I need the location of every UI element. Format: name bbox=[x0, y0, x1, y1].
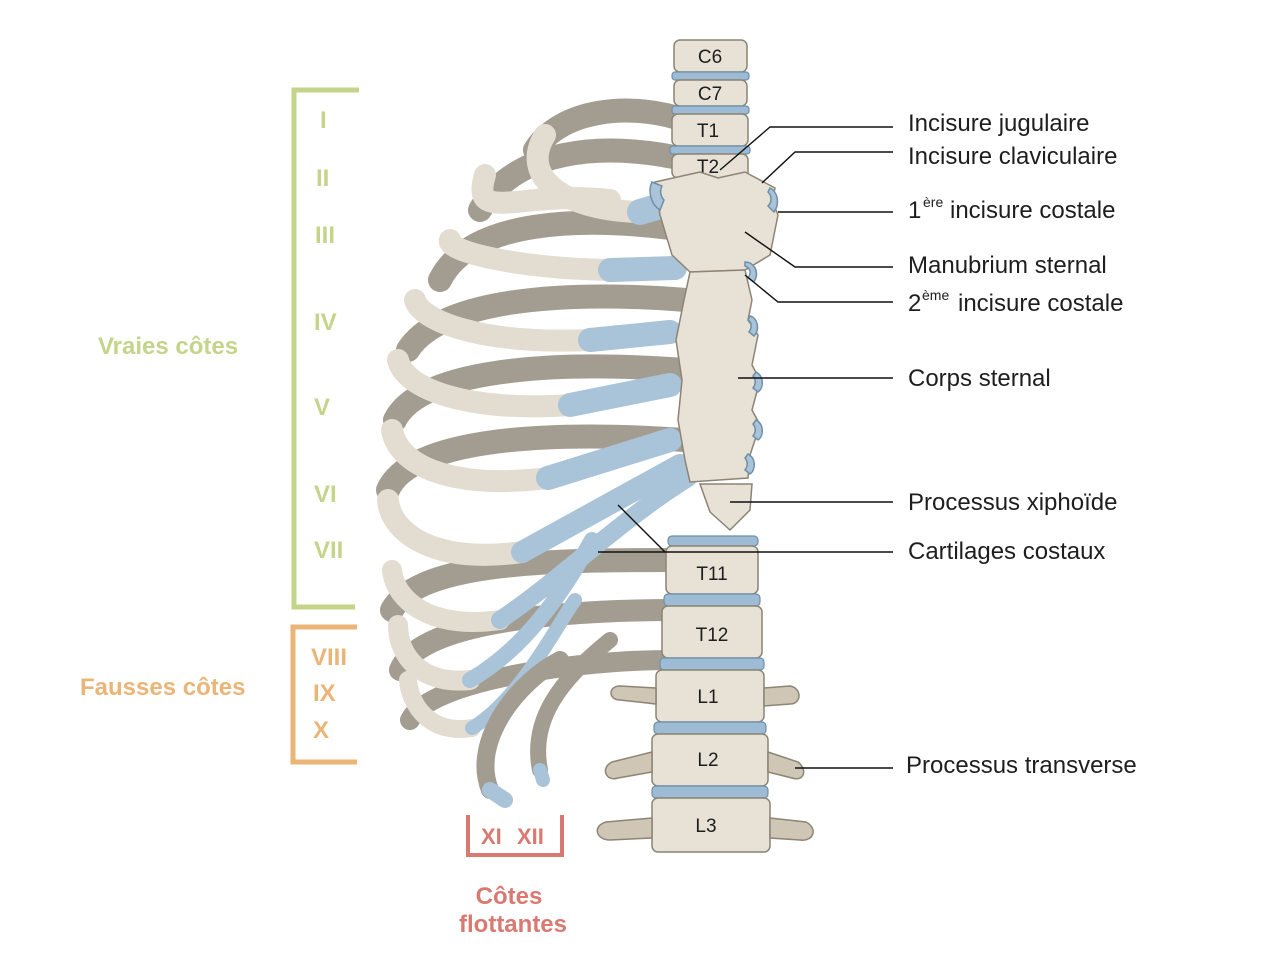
title-vraies-cotes: Vraies côtes bbox=[98, 333, 238, 360]
vertebra-label-c6: C6 bbox=[698, 47, 722, 68]
corps-sternal bbox=[675, 269, 761, 483]
label-manubrium-sternal: Manubrium sternal bbox=[908, 252, 1107, 279]
title-cotes-flottantes-line2: flottantes bbox=[459, 911, 567, 938]
numeral-ii: II bbox=[316, 165, 329, 192]
bracket-fausses-cotes bbox=[290, 624, 357, 765]
label-incisure-claviculaire: Incisure claviculaire bbox=[908, 143, 1117, 170]
label-incisure-costale-1-sup: ère bbox=[923, 194, 943, 210]
numeral-viii: VIII bbox=[311, 644, 347, 671]
processus-xiphoide bbox=[698, 483, 753, 532]
numeral-i: I bbox=[320, 107, 327, 134]
label-incisure-costale-2-num: 2 bbox=[908, 290, 921, 317]
vertebra-label-t11: T11 bbox=[696, 564, 727, 585]
label-processus-xiphoide: Processus xiphoïde bbox=[908, 489, 1117, 516]
numeral-ix: IX bbox=[313, 680, 336, 707]
numeral-iv: IV bbox=[314, 309, 337, 336]
numeral-iii: III bbox=[315, 222, 335, 249]
bracket-vraies-cotes bbox=[291, 87, 359, 610]
bracket-cotes-flottantes bbox=[466, 815, 564, 857]
label-corps-sternal: Corps sternal bbox=[908, 365, 1051, 392]
numeral-vii: VII bbox=[314, 537, 343, 564]
label-cartilages-costaux: Cartilages costaux bbox=[908, 538, 1105, 565]
vertebra-label-l1: L1 bbox=[697, 687, 718, 708]
label-incisure-jugulaire: Incisure jugulaire bbox=[908, 110, 1089, 137]
title-cotes-flottantes-line1: Côtes bbox=[476, 883, 543, 910]
vertebra-label-t1: T1 bbox=[697, 121, 719, 142]
label-incisure-costale-2-sup: ème bbox=[922, 287, 949, 303]
vertebra-label-t12: T12 bbox=[696, 625, 729, 646]
title-fausses-cotes: Fausses côtes bbox=[80, 674, 245, 701]
label-incisure-costale-2-text: incisure costale bbox=[958, 290, 1123, 317]
leader-lines bbox=[598, 126, 893, 769]
manubrium bbox=[654, 171, 779, 273]
numeral-vi: VI bbox=[314, 481, 337, 508]
numeral-xii: XII bbox=[517, 824, 544, 849]
vertebra-label-c7: C7 bbox=[698, 84, 722, 105]
vertebra-label-l2: L2 bbox=[697, 750, 718, 771]
vertebral-column bbox=[596, 39, 814, 853]
sternum bbox=[649, 171, 779, 532]
vertebra-label-l3: L3 bbox=[695, 816, 716, 837]
numeral-v: V bbox=[314, 394, 330, 421]
label-processus-transverse: Processus transverse bbox=[906, 752, 1137, 779]
numeral-xi: XI bbox=[481, 824, 502, 849]
label-incisure-costale-1-text: incisure costale bbox=[950, 197, 1115, 224]
numeral-x: X bbox=[313, 717, 329, 744]
label-incisure-costale-1-num: 1 bbox=[908, 197, 921, 224]
